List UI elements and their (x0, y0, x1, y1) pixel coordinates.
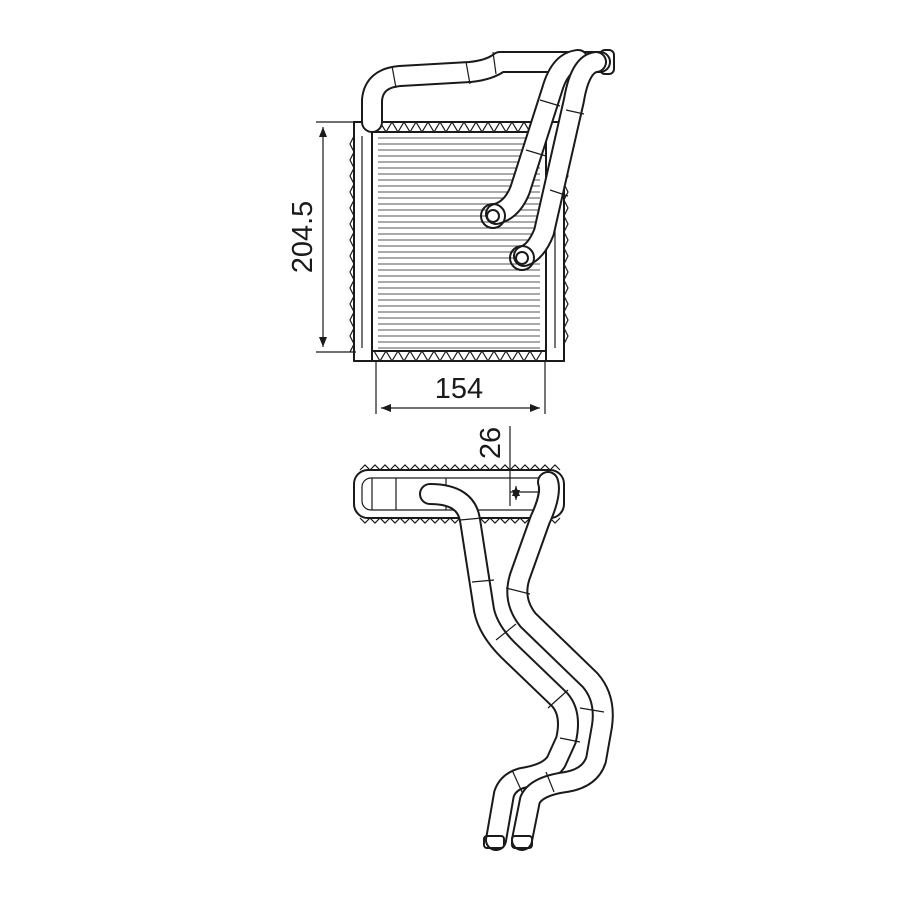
top-crimp (373, 120, 543, 134)
bottom-crimp (373, 349, 543, 363)
depth-dimension: 26 (475, 426, 540, 506)
height-dimension-label: 204.5 (287, 201, 319, 274)
left-tank (353, 121, 373, 362)
inlet-port-circle (509, 245, 535, 271)
front-view: 204.5 154 (287, 49, 615, 414)
width-dimension: 154 (375, 362, 546, 414)
top-view: 26 (353, 426, 614, 851)
depth-dimension-label: 26 (475, 427, 507, 459)
pipe-end-left (483, 835, 505, 849)
bottom-plate (371, 350, 547, 362)
left-crimp (349, 135, 355, 353)
pipe-end-right (511, 835, 533, 849)
inlet-outlet-pipes-front (361, 49, 615, 271)
height-dimension: 204.5 (287, 121, 356, 353)
outlet-port-circle (480, 203, 506, 229)
width-dimension-label: 154 (435, 373, 483, 405)
inlet-outlet-pipes-top (419, 471, 614, 851)
